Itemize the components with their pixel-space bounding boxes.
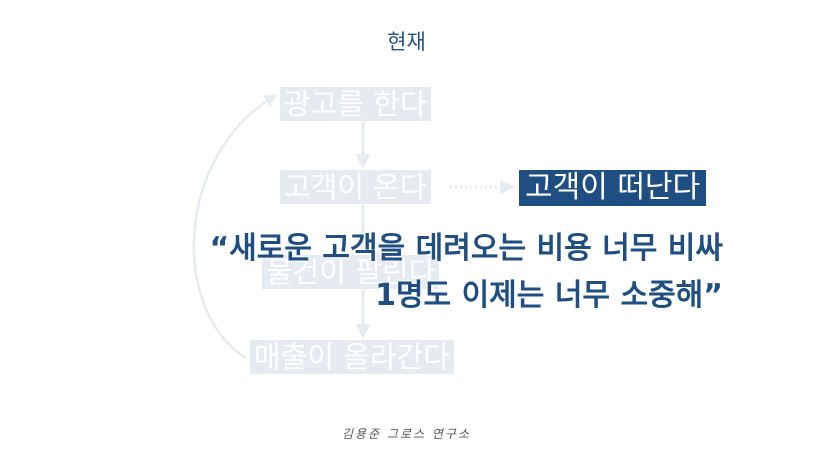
node-advertise: 광고를 한다 <box>280 87 431 121</box>
node-customers-come: 고객이 온다 <box>280 170 431 204</box>
page-title: 현재 <box>387 30 426 54</box>
signature: 김용준 그로스 연구소 <box>342 427 471 441</box>
arrow-sales-loop-to-ad <box>192 94 278 360</box>
quote-line-2: 1명도 이제는 너무 소중해” <box>375 278 723 313</box>
node-goods-sell: 물건이 팔린다 <box>262 255 440 289</box>
node-sales-rise: 매출이 올라간다 <box>250 340 454 374</box>
node-customers-leave: 고객이 떠난다 <box>519 170 707 206</box>
quote-line-1: “새로운 고객을 데려오는 비용 너무 비싸 <box>209 231 723 266</box>
